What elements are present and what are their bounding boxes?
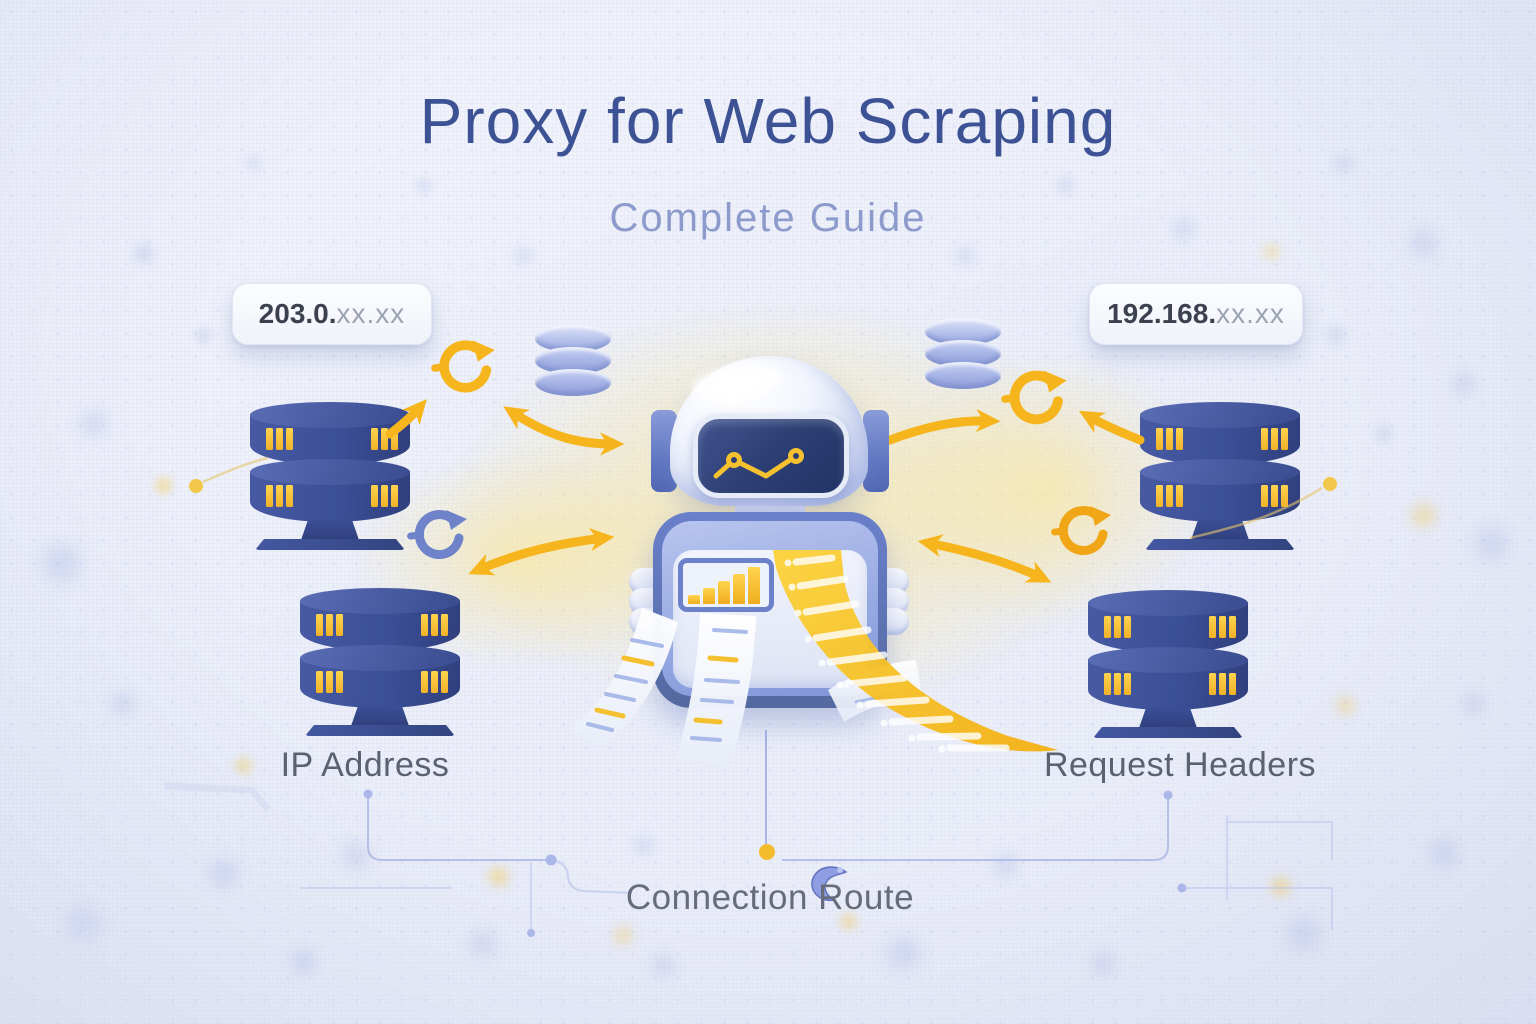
background-dots-blue <box>0 0 7 7</box>
server-base <box>305 725 455 736</box>
robot-body <box>653 512 887 708</box>
server-stack-icon <box>300 588 460 736</box>
bar-chart-icon <box>678 558 774 612</box>
server-drum <box>250 402 410 465</box>
server-pedestal <box>301 520 359 540</box>
server-pedestal <box>1139 708 1197 728</box>
ip-address-label: IP Address <box>280 746 450 784</box>
request-headers-label: Request Headers <box>1043 746 1317 784</box>
yellow-node <box>189 479 203 493</box>
server-drum <box>300 645 460 708</box>
robot-visor-screen <box>693 414 849 498</box>
server-drum <box>250 459 410 522</box>
connection-route-label: Connection Route <box>625 878 915 917</box>
ip-badge-right-masked: xx.xx <box>1216 298 1285 329</box>
background-dots-yellow <box>0 0 7 7</box>
page-title: Proxy for Web Scraping <box>419 85 1117 157</box>
server-pedestal <box>351 706 409 726</box>
server-drum <box>1140 402 1300 465</box>
ip-badge-left-masked: xx.xx <box>336 298 406 329</box>
refresh-icon <box>407 510 467 559</box>
server-base <box>1093 727 1243 738</box>
arrow-server-robot <box>468 528 615 576</box>
refresh-icon <box>431 340 495 393</box>
arrow-server-to-refresh <box>1078 410 1145 445</box>
arrow-robot-server <box>917 534 1052 583</box>
ip-badge-right: 192.168.xx.xx <box>1089 283 1303 345</box>
refresh-icon <box>1051 506 1111 555</box>
server-pedestal <box>1191 520 1249 540</box>
server-base <box>255 539 405 550</box>
server-drum <box>1088 590 1248 653</box>
yellow-node <box>1323 477 1337 491</box>
scraper-robot <box>615 350 925 750</box>
ip-badge-left-prefix: 203.0. <box>258 298 337 329</box>
ip-badge-left: 203.0.xx.xx <box>232 283 432 345</box>
server-stack-icon <box>1088 590 1248 738</box>
server-drum <box>300 588 460 651</box>
line-chart-icon <box>713 448 804 479</box>
arrow-refresh-robot <box>503 406 625 456</box>
server-drum <box>1140 459 1300 522</box>
refresh-icon <box>1001 370 1067 425</box>
page-subtitle: Complete Guide <box>609 196 927 240</box>
route-leaf-dot <box>837 867 843 873</box>
server-base <box>1145 539 1295 550</box>
server-drum <box>1088 647 1248 710</box>
server-stack-icon <box>1140 402 1300 550</box>
database-cylinders-icon <box>925 318 1001 389</box>
route-node <box>759 844 775 860</box>
server-stack-icon <box>250 402 410 550</box>
ip-badge-right-prefix: 192.168. <box>1107 298 1217 329</box>
database-cylinders-icon <box>535 325 611 396</box>
